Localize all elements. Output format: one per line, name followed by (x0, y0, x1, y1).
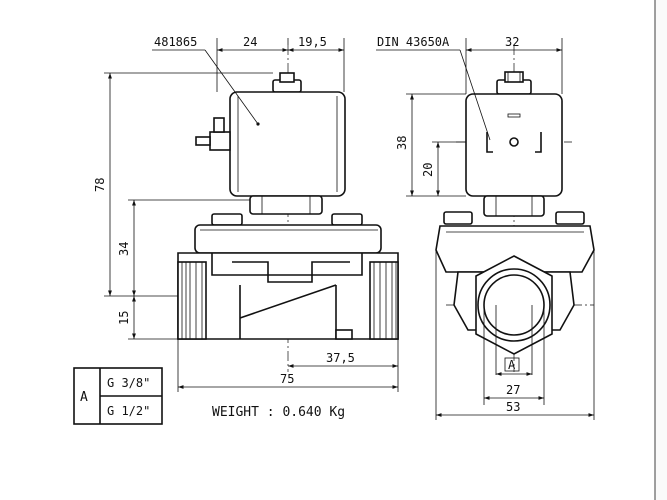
table-row-2: G 1/2" (107, 404, 150, 418)
port-label: A (508, 358, 516, 372)
weight-label: WEIGHT : 0.640 Kg (212, 405, 345, 420)
dim-27: 27 (506, 383, 520, 397)
connector-ref-label: DIN 43650A (377, 35, 450, 49)
dim-53: 53 (506, 400, 520, 414)
front-view: A DIN 43650A 32 38 20 27 53 (376, 35, 595, 420)
dim-37-5: 37,5 (326, 351, 355, 365)
dim-78: 78 (93, 178, 107, 192)
side-view: 481865 24 19,5 78 34 15 37,5 75 (93, 35, 399, 392)
dim-24: 24 (243, 35, 257, 49)
dim-15: 15 (117, 311, 131, 325)
dim-34: 34 (117, 242, 131, 256)
table-row-label: A (80, 390, 88, 405)
dim-38: 38 (395, 136, 409, 150)
part-ref-label: 481865 (154, 35, 197, 49)
table-row-1: G 3/8" (107, 376, 150, 390)
dim-19-5: 19,5 (298, 35, 327, 49)
thread-table: A G 3/8" G 1/2" (73, 367, 163, 425)
dim-75: 75 (280, 372, 294, 386)
dim-20: 20 (421, 163, 435, 177)
dim-32: 32 (505, 35, 519, 49)
page-edge (655, 0, 667, 500)
